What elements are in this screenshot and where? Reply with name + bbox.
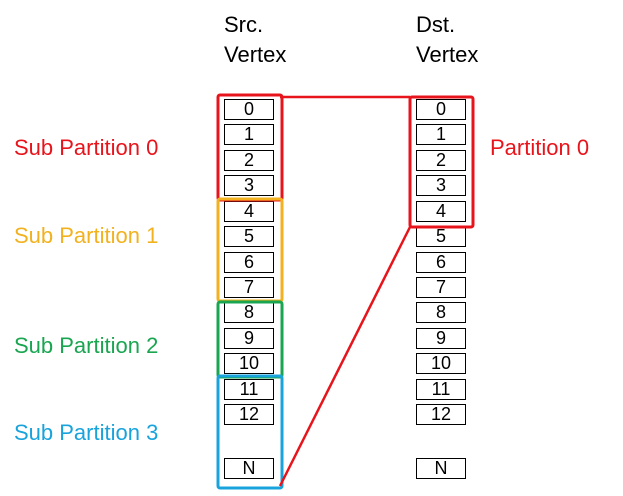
src-vertex-cell: 3 (224, 175, 274, 196)
dst-vertex-cell: 10 (416, 353, 466, 374)
sub-partition-1-label: Sub Partition 1 (14, 223, 159, 248)
sub-partition-2-label: Sub Partition 2 (14, 333, 159, 358)
src-vertex-cell: 11 (224, 379, 274, 400)
src-vertex-cell: 0 (224, 99, 274, 120)
dst-vertex-header: Dst. Vertex (416, 10, 478, 70)
src-vertex-cell: 10 (224, 353, 274, 374)
dst-vertex-cell: N (416, 458, 466, 479)
src-vertex-cell: 1 (224, 124, 274, 145)
src-vertex-cell: 5 (224, 226, 274, 247)
dst-vertex-cell: 2 (416, 150, 466, 171)
dst-vertex-cell: 12 (416, 404, 466, 425)
dst-vertex-cell: 4 (416, 201, 466, 222)
dst-vertex-cell: 7 (416, 277, 466, 298)
dst-vertex-cell: 6 (416, 252, 466, 273)
src-header-line1: Src. (224, 12, 264, 37)
dst-header-line2: Vertex (416, 42, 479, 67)
src-vertex-cell: 4 (224, 201, 274, 222)
dst-vertex-cell: 9 (416, 328, 466, 349)
dst-vertex-cell: 0 (416, 99, 466, 120)
partition-0-label: Partition 0 (490, 135, 590, 160)
src-vertex-cell: 9 (224, 328, 274, 349)
src-vertex-cell: 8 (224, 302, 274, 323)
dst-vertex-cell: 3 (416, 175, 466, 196)
src-vertex-cell: 12 (224, 404, 274, 425)
dst-header-line1: Dst. (416, 12, 456, 37)
sub-partition-0-label: Sub Partition 0 (14, 135, 159, 160)
src-vertex-cell: 6 (224, 252, 274, 273)
dst-vertex-cell: 8 (416, 302, 466, 323)
src-vertex-cell: 2 (224, 150, 274, 171)
dst-vertex-cell: 1 (416, 124, 466, 145)
sub-partition-3-label: Sub Partition 3 (14, 420, 159, 445)
dst-vertex-cell: 5 (416, 226, 466, 247)
src-vertex-header: Src. Vertex (224, 10, 286, 70)
src-header-line2: Vertex (224, 42, 287, 67)
src-vertex-cell: N (224, 458, 274, 479)
connector-line-bottom (278, 226, 412, 487)
dst-vertex-cell: 11 (416, 379, 466, 400)
src-vertex-cell: 7 (224, 277, 274, 298)
